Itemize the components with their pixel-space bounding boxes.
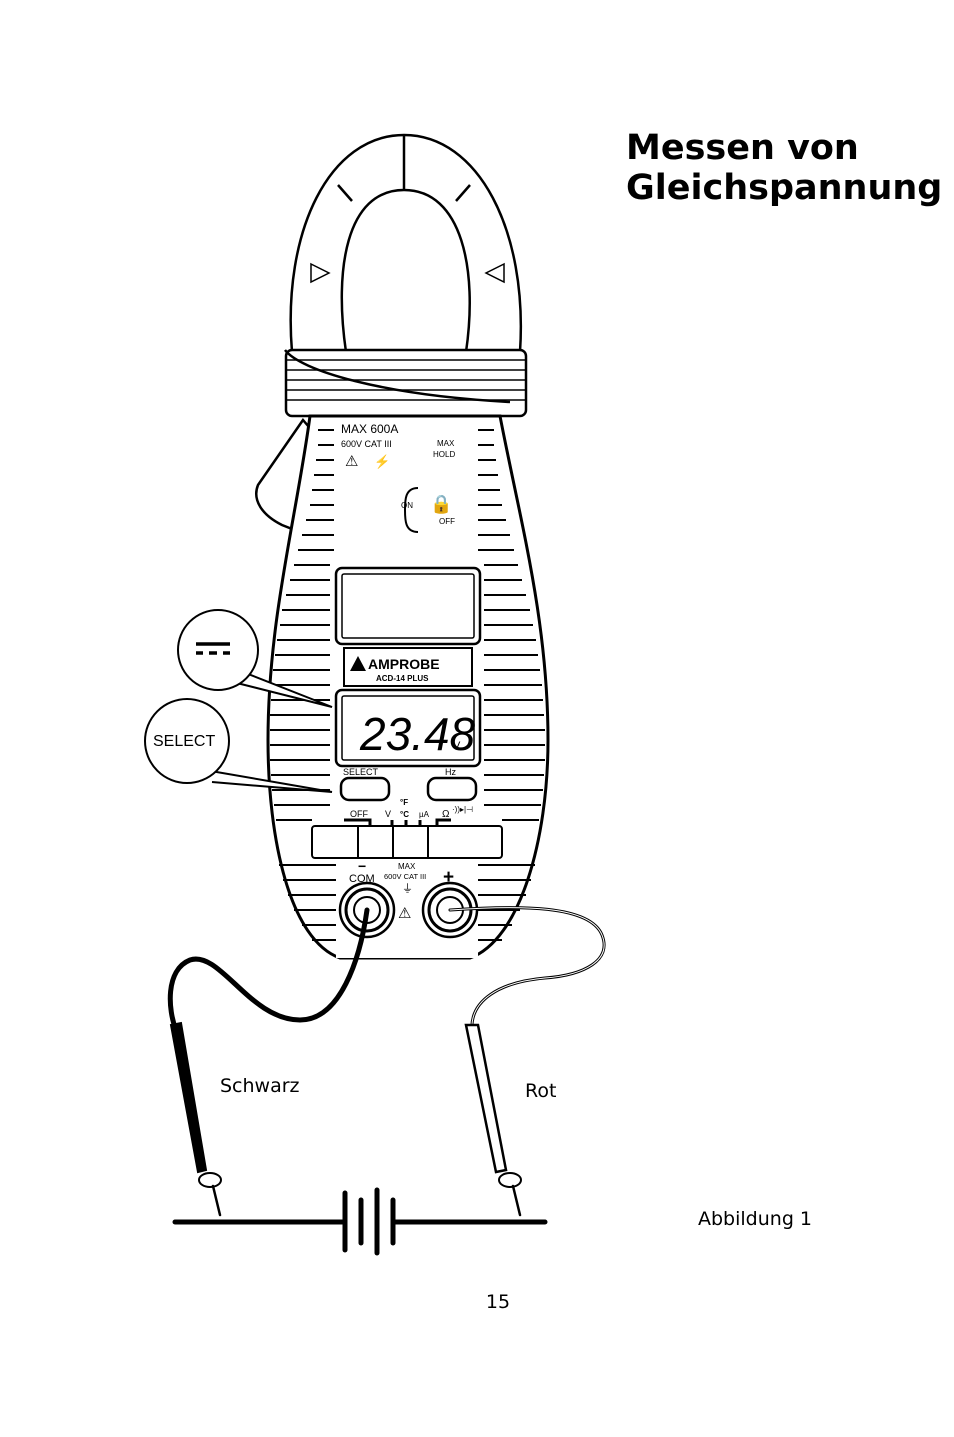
ground-icon: ⏚ (402, 882, 413, 895)
page-title: Messen von Gleichspannung (626, 128, 946, 208)
dial-off-label: OFF (350, 809, 368, 819)
red-probe (464, 1023, 508, 1174)
dial-microamp-label: µA (419, 810, 430, 819)
max-hold-label-2: HOLD (433, 450, 455, 459)
black-lead-label: Schwarz (220, 1075, 300, 1097)
title-line-2: Gleichspannung (626, 168, 943, 208)
dial-temp-f-label: °F (400, 798, 408, 807)
dc-symbol-callout (177, 609, 259, 691)
high-voltage-icon: ⚡ (374, 454, 390, 470)
brand-name: AMPROBE (368, 656, 440, 672)
plus-icon: + (443, 867, 454, 888)
page-number: 15 (485, 1291, 511, 1313)
figure-caption: Abbildung 1 (698, 1208, 813, 1230)
red-lead-label: Rot (525, 1080, 557, 1102)
brand-plate (343, 647, 473, 687)
terminal-max-label: MAX (398, 862, 416, 871)
minus-icon: − (358, 858, 366, 874)
upper-window (334, 566, 482, 646)
battery-circuit (172, 1187, 548, 1256)
select-button-label: SELECT (343, 767, 379, 777)
select-callout-label: SELECT (153, 733, 215, 750)
off-button-label: OFF (439, 517, 455, 526)
model-name: ACD-14 PLUS (376, 674, 429, 683)
front-panel (336, 418, 478, 958)
black-probe (169, 1021, 208, 1174)
dial-temp-c-label: °C (400, 810, 409, 819)
hz-button[interactable] (426, 776, 478, 802)
terminal-cat-label: 600V CAT III (384, 872, 426, 881)
max-current-label: MAX 600A (341, 422, 398, 436)
on-label: ON (401, 501, 413, 510)
black-lead-cable (167, 907, 370, 1033)
clamp-jaws (289, 133, 523, 354)
dc-symbol-icon (196, 642, 230, 655)
lcd-display (334, 688, 482, 768)
lcd-reading: 23.48 (359, 708, 476, 760)
neck-ribs (284, 348, 528, 418)
select-button[interactable] (339, 776, 391, 802)
select-callout (144, 698, 230, 784)
diode-continuity-icon: ·))▸|⊣ (452, 805, 473, 814)
terminal-warning-icon: ⚠ (398, 905, 411, 922)
warning-icon: ⚠ (345, 453, 358, 470)
cat-rating-label: 600V CAT III (341, 439, 392, 449)
dial-volt-label: V (385, 809, 391, 819)
body-side-ribs (270, 429, 545, 941)
dial-ohm-label: Ω (442, 809, 450, 820)
max-hold-label-1: MAX (437, 439, 455, 448)
lcd-unit: V (453, 740, 461, 752)
com-terminal-label: COM (349, 873, 375, 885)
lock-icon: 🔒 (430, 494, 452, 514)
hz-button-label: Hz (445, 767, 456, 777)
title-line-1: Messen von (626, 128, 859, 168)
